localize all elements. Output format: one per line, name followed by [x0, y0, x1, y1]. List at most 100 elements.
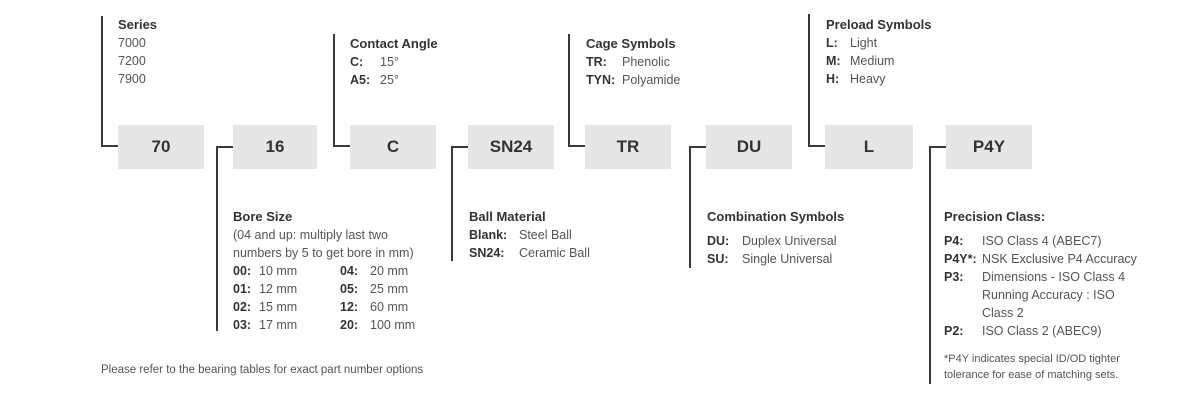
- precision-value-line: Dimensions - ISO Class 4: [982, 270, 1126, 284]
- connector-angle-v: [333, 34, 335, 146]
- contact-angle-key: C:: [350, 55, 364, 69]
- cage-key: TR:: [586, 55, 607, 69]
- precision-footnote-line: tolerance for ease of matching sets.: [944, 369, 1119, 381]
- contact-angle-row: A5: 25°: [350, 71, 438, 89]
- bore-row: 12: 60 mm: [340, 298, 415, 316]
- combination-value: Duplex Universal: [742, 234, 837, 248]
- connector-bore-h: [216, 146, 233, 148]
- connector-series-v: [101, 16, 103, 146]
- cage-row: TYN: Polyamide: [586, 71, 680, 89]
- connector-combination-h: [689, 146, 706, 148]
- precision-value: ISO Class 4 (ABEC7): [982, 234, 1102, 248]
- contact-angle-row: C: 15°: [350, 53, 438, 71]
- precision-footnote: *P4Y indicates special ID/OD tighter tol…: [944, 351, 1120, 383]
- bore-value: 15 mm: [259, 300, 298, 314]
- bore-row: 02:15 mm: [233, 298, 340, 316]
- precision-row: P2: ISO Class 2 (ABEC9): [944, 322, 1137, 340]
- ball-material-row: SN24: Ceramic Ball: [469, 244, 590, 262]
- combination-row: DU: Duplex Universal: [707, 232, 844, 250]
- series-item: 7000: [118, 36, 146, 50]
- connector-cage-h: [568, 145, 585, 147]
- bore-key: 12:: [340, 300, 359, 314]
- precision-row: P3: Dimensions - ISO Class 4 Running Acc…: [944, 268, 1137, 322]
- bore-key: 05:: [340, 282, 359, 296]
- precision-key: P4:: [944, 234, 964, 248]
- contact-angle-section: Contact Angle C: 15° A5: 25°: [350, 35, 438, 89]
- bore-key: 20:: [340, 318, 359, 332]
- preload-value: Heavy: [850, 72, 886, 86]
- precision-row: P4: ISO Class 4 (ABEC7): [944, 232, 1137, 250]
- precision-value-line: Class 2: [982, 306, 1024, 320]
- box-cage: TR: [585, 125, 671, 169]
- bore-section: Bore Size (04 and up: multiply last two …: [233, 208, 415, 334]
- contact-angle-value: 15°: [380, 55, 399, 69]
- bore-value: 17 mm: [259, 318, 298, 332]
- box-bore: 16: [233, 125, 317, 169]
- precision-key: P3:: [944, 270, 964, 284]
- box-combination: DU: [706, 125, 792, 169]
- ball-material-value: Ceramic Ball: [519, 246, 590, 260]
- contact-angle-key: A5:: [350, 73, 371, 87]
- ball-material-key: Blank:: [469, 228, 508, 242]
- combination-row: SU: Single Universal: [707, 250, 844, 268]
- series-item: 7200: [118, 54, 146, 68]
- connector-series-h: [101, 145, 118, 147]
- ball-material-value: Steel Ball: [519, 228, 572, 242]
- combination-key: SU:: [707, 252, 729, 266]
- bore-key: 01:: [233, 282, 252, 296]
- preload-key: H:: [826, 72, 840, 86]
- preload-value: Light: [850, 36, 878, 50]
- precision-value-line: Running Accuracy : ISO: [982, 288, 1115, 302]
- connector-precision-h: [929, 146, 946, 148]
- connector-preload-h: [808, 145, 825, 147]
- combination-title: Combination Symbols: [707, 209, 845, 224]
- connector-ball-v: [451, 146, 453, 261]
- bore-value: 12 mm: [259, 282, 298, 296]
- preload-row: M: Medium: [826, 52, 931, 70]
- precision-key: P2:: [944, 324, 964, 338]
- series-section: Series 7000 7200 7900: [118, 16, 157, 88]
- bore-value: 10 mm: [259, 264, 298, 278]
- bore-title: Bore Size: [233, 209, 293, 224]
- cage-section: Cage Symbols TR: Phenolic TYN: Polyamide: [586, 35, 680, 89]
- connector-preload-v: [808, 14, 810, 146]
- preload-row: H: Heavy: [826, 70, 931, 88]
- ball-material-section: Ball Material Blank: Steel Ball SN24: Ce…: [469, 208, 590, 262]
- ball-material-row: Blank: Steel Ball: [469, 226, 590, 244]
- contact-angle-value: 25°: [380, 73, 399, 87]
- bore-table: 00:10 mm 04:20 mm 01:12 mm 05:25 mm 02:1…: [233, 262, 415, 334]
- ball-material-title: Ball Material: [469, 209, 546, 224]
- precision-value: NSK Exclusive P4 Accuracy: [982, 252, 1137, 266]
- cage-key: TYN:: [586, 73, 616, 87]
- combination-key: DU:: [707, 234, 730, 248]
- combination-section: Combination Symbols DU: Duplex Universal…: [707, 208, 844, 268]
- precision-value: Dimensions - ISO Class 4 Running Accurac…: [982, 268, 1125, 322]
- bore-description: (04 and up: multiply last two: [233, 228, 388, 242]
- connector-bore-v: [216, 146, 218, 331]
- bore-value: 60 mm: [370, 300, 409, 314]
- series-item: 7900: [118, 72, 146, 86]
- contact-angle-title: Contact Angle: [350, 36, 438, 51]
- connector-combination-v: [689, 146, 691, 268]
- connector-ball-h: [451, 146, 468, 148]
- bore-row: 01: 12 mm: [233, 280, 340, 298]
- cage-title: Cage Symbols: [586, 36, 676, 51]
- connector-angle-h: [333, 145, 350, 147]
- precision-value: ISO Class 2 (ABEC9): [982, 324, 1102, 338]
- preload-row: L: Light: [826, 34, 931, 52]
- footer-note: Please refer to the bearing tables for e…: [101, 364, 424, 376]
- box-series: 70: [118, 125, 204, 169]
- precision-row: P4Y*: NSK Exclusive P4 Accuracy: [944, 250, 1137, 268]
- preload-section: Preload Symbols L: Light M: Medium H: He…: [826, 16, 931, 88]
- ball-material-key: SN24:: [469, 246, 505, 260]
- bore-value: 25 mm: [370, 282, 409, 296]
- connector-precision-v: [929, 146, 931, 384]
- combination-value: Single Universal: [742, 252, 833, 266]
- bore-value: 100 mm: [370, 318, 416, 332]
- cage-row: TR: Phenolic: [586, 53, 680, 71]
- connector-cage-v: [568, 34, 570, 146]
- bore-row: 05: 25 mm: [340, 280, 415, 298]
- bore-key: 00:: [233, 264, 252, 278]
- box-contact-angle: C: [350, 125, 436, 169]
- precision-key: P4Y*:: [944, 252, 977, 266]
